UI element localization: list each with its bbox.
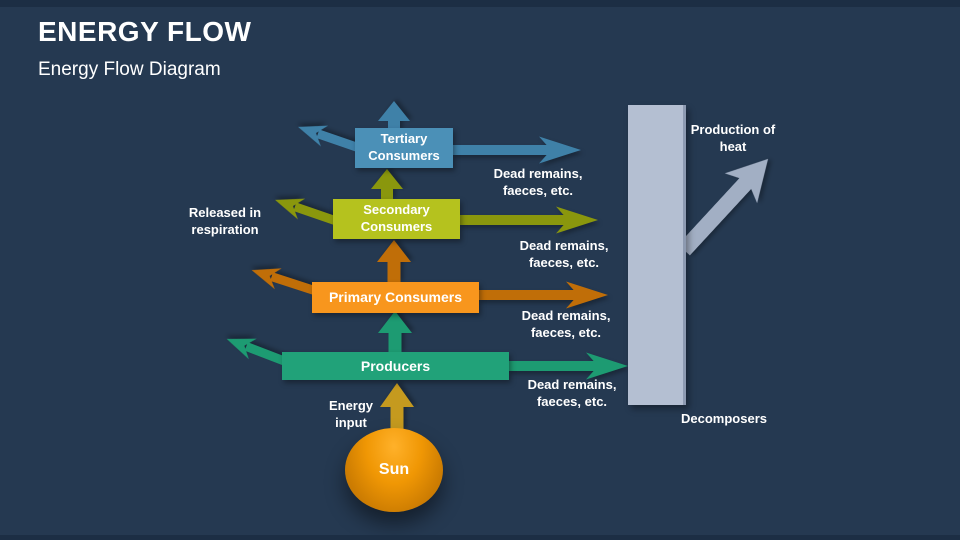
- arrow-shaft: [388, 331, 402, 353]
- arrow-head: [251, 268, 282, 290]
- label-dead-remains-secondary: Dead remains, faeces, etc.: [519, 238, 609, 270]
- arrow-up-primary-to-secondary: [377, 240, 411, 283]
- arrow-head: [378, 101, 410, 121]
- arrow-shaft: [678, 175, 754, 256]
- arrow-up-producers-to-primary: [378, 311, 412, 353]
- arrow-head: [226, 338, 257, 360]
- arrow-dead-remains-tertiary: [452, 136, 581, 164]
- arrow-head: [380, 383, 414, 407]
- arrow-shaft: [478, 290, 578, 300]
- node-secondary-consumers: Secondary Consumers: [333, 199, 460, 239]
- arrow-shaft: [508, 361, 598, 371]
- page-subtitle: Energy Flow Diagram: [38, 59, 221, 80]
- page-title: ENERGY FLOW: [38, 16, 252, 47]
- arrow-shaft: [387, 260, 401, 283]
- arrow-shaft: [459, 215, 568, 225]
- label-dead-remains-tertiary: Dead remains, faeces, etc.: [493, 166, 583, 198]
- arrow-up-tertiary-out: [378, 101, 410, 131]
- arrow-head: [275, 198, 306, 220]
- bottom-edge-strip: [0, 535, 960, 540]
- arrow-head: [298, 125, 329, 147]
- label-production-heat: Production of heat: [690, 122, 776, 154]
- decomposers-bar: [628, 105, 686, 405]
- arrow-shaft: [270, 272, 324, 298]
- label-dead-remains-primary: Dead remains, faeces, etc.: [521, 308, 611, 340]
- arrow-respiration-primary: [251, 268, 324, 298]
- arrow-shaft: [452, 145, 551, 155]
- arrow-dead-remains-primary: [478, 281, 608, 309]
- arrow-dead-remains-secondary: [459, 206, 598, 234]
- arrow-head: [378, 311, 412, 333]
- arrow-production-heat: [678, 158, 769, 256]
- arrow-shaft: [244, 342, 294, 369]
- arrow-head: [556, 206, 598, 234]
- node-tertiary-consumers: Tertiary Consumers: [355, 128, 453, 168]
- arrow-head: [377, 240, 411, 262]
- arrow-respiration-producers: [226, 338, 294, 369]
- label-dead-remains-producers: Dead remains, faeces, etc.: [527, 377, 617, 409]
- arrow-head: [566, 281, 608, 309]
- top-edge-strip: [0, 0, 960, 7]
- label-energy-input: Energy input: [328, 398, 374, 430]
- arrow-dead-remains-producers: [508, 352, 628, 380]
- arrow-up-secondary-to-tertiary: [371, 169, 403, 200]
- arrow-head: [586, 352, 628, 380]
- label-released-respiration: Released in respiration: [188, 205, 262, 237]
- arrow-shaft: [381, 187, 393, 200]
- label-decomposers: Decomposers: [681, 411, 767, 426]
- arrow-head: [539, 136, 581, 164]
- arrow-head: [724, 158, 769, 204]
- node-sun: Sun: [345, 428, 443, 512]
- arrow-head: [371, 169, 403, 189]
- arrow-shaft: [390, 405, 404, 431]
- node-primary-consumers: Primary Consumers: [312, 282, 479, 313]
- arrow-energy-input: [380, 383, 414, 431]
- node-producers: Producers: [282, 352, 509, 380]
